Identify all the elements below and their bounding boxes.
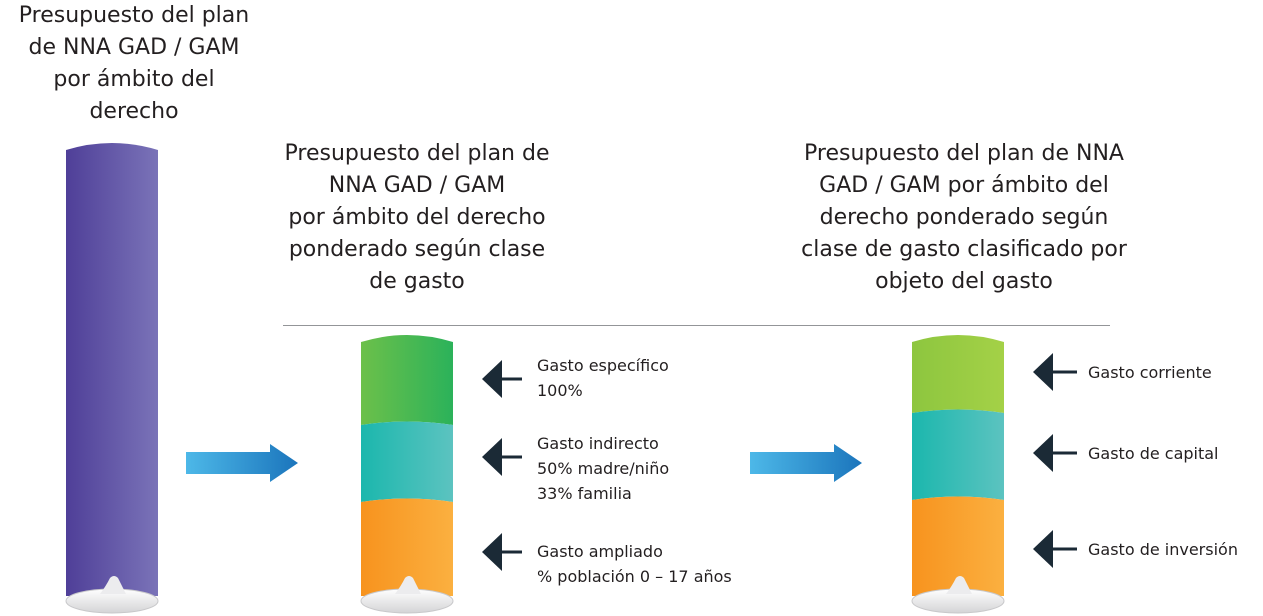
label-line: Gasto ampliado [537, 542, 663, 561]
label-line: Gasto corriente [1088, 363, 1212, 382]
label-line: Gasto específico [537, 356, 669, 375]
label-indirect-spending: Gasto indirecto 50% madre/niño 33% famil… [537, 431, 669, 506]
label-line: Gasto de inversión [1088, 540, 1238, 559]
label-line: Gasto indirecto [537, 434, 659, 453]
label-line: % población 0 – 17 años [537, 567, 732, 586]
classified-budget-column [911, 335, 1005, 614]
label-line: 50% madre/niño [537, 459, 670, 478]
segment-indirect [361, 421, 453, 502]
segment-extended [361, 498, 453, 596]
title-line: por ámbito del [53, 67, 215, 92]
title-line: NNA GAD / GAM [328, 173, 506, 198]
title-line: objeto del gasto [875, 269, 1053, 294]
label-line: 100% [537, 381, 583, 400]
label-line: Gasto de capital [1088, 444, 1219, 463]
title-line: clase de gasto clasificado por [801, 237, 1127, 262]
pointer-arrow-icon [1033, 434, 1077, 472]
weighted-budget-column [360, 335, 454, 614]
title-line: Presupuesto del plan de NNA [804, 141, 1124, 166]
flow-arrow-icon [186, 444, 298, 482]
title-line: por ámbito del derecho [288, 205, 546, 230]
label-capital-spending: Gasto de capital [1088, 441, 1219, 466]
segment-investment [912, 496, 1004, 596]
label-investment-spending: Gasto de inversión [1088, 537, 1238, 562]
pointer-arrow-icon [482, 533, 522, 571]
divider-line [283, 325, 1110, 326]
title-line: Presupuesto del plan de [284, 141, 550, 166]
label-extended-spending: Gasto ampliado % población 0 – 17 años [537, 539, 732, 589]
pointer-arrow-icon [482, 360, 522, 398]
flow-arrow-icon [750, 444, 862, 482]
title-line: de NNA GAD / GAM [28, 35, 240, 60]
full-budget-column [65, 143, 159, 614]
segment-capital [912, 409, 1004, 500]
title-full-budget: Presupuesto del plan de NNA GAD / GAM po… [0, 0, 268, 128]
pointer-arrow-icon [1033, 530, 1077, 568]
segment-specific [361, 335, 453, 425]
segment-current [912, 335, 1004, 413]
title-classified-budget: Presupuesto del plan de NNA GAD / GAM po… [776, 138, 1152, 298]
title-line: GAD / GAM por ámbito del [819, 173, 1109, 198]
title-weighted-budget: Presupuesto del plan de NNA GAD / GAM po… [262, 138, 572, 298]
pointer-arrow-icon [1033, 353, 1077, 391]
label-line: 33% familia [537, 484, 632, 503]
label-specific-spending: Gasto específico 100% [537, 353, 669, 403]
title-line: ponderado según clase [288, 237, 546, 262]
pointer-arrow-icon [482, 438, 522, 476]
title-line: derecho ponderado según [819, 205, 1109, 230]
title-line: de gasto [369, 269, 465, 294]
title-line: derecho [89, 99, 179, 124]
title-line: Presupuesto del plan [18, 3, 250, 28]
label-current-spending: Gasto corriente [1088, 360, 1212, 385]
